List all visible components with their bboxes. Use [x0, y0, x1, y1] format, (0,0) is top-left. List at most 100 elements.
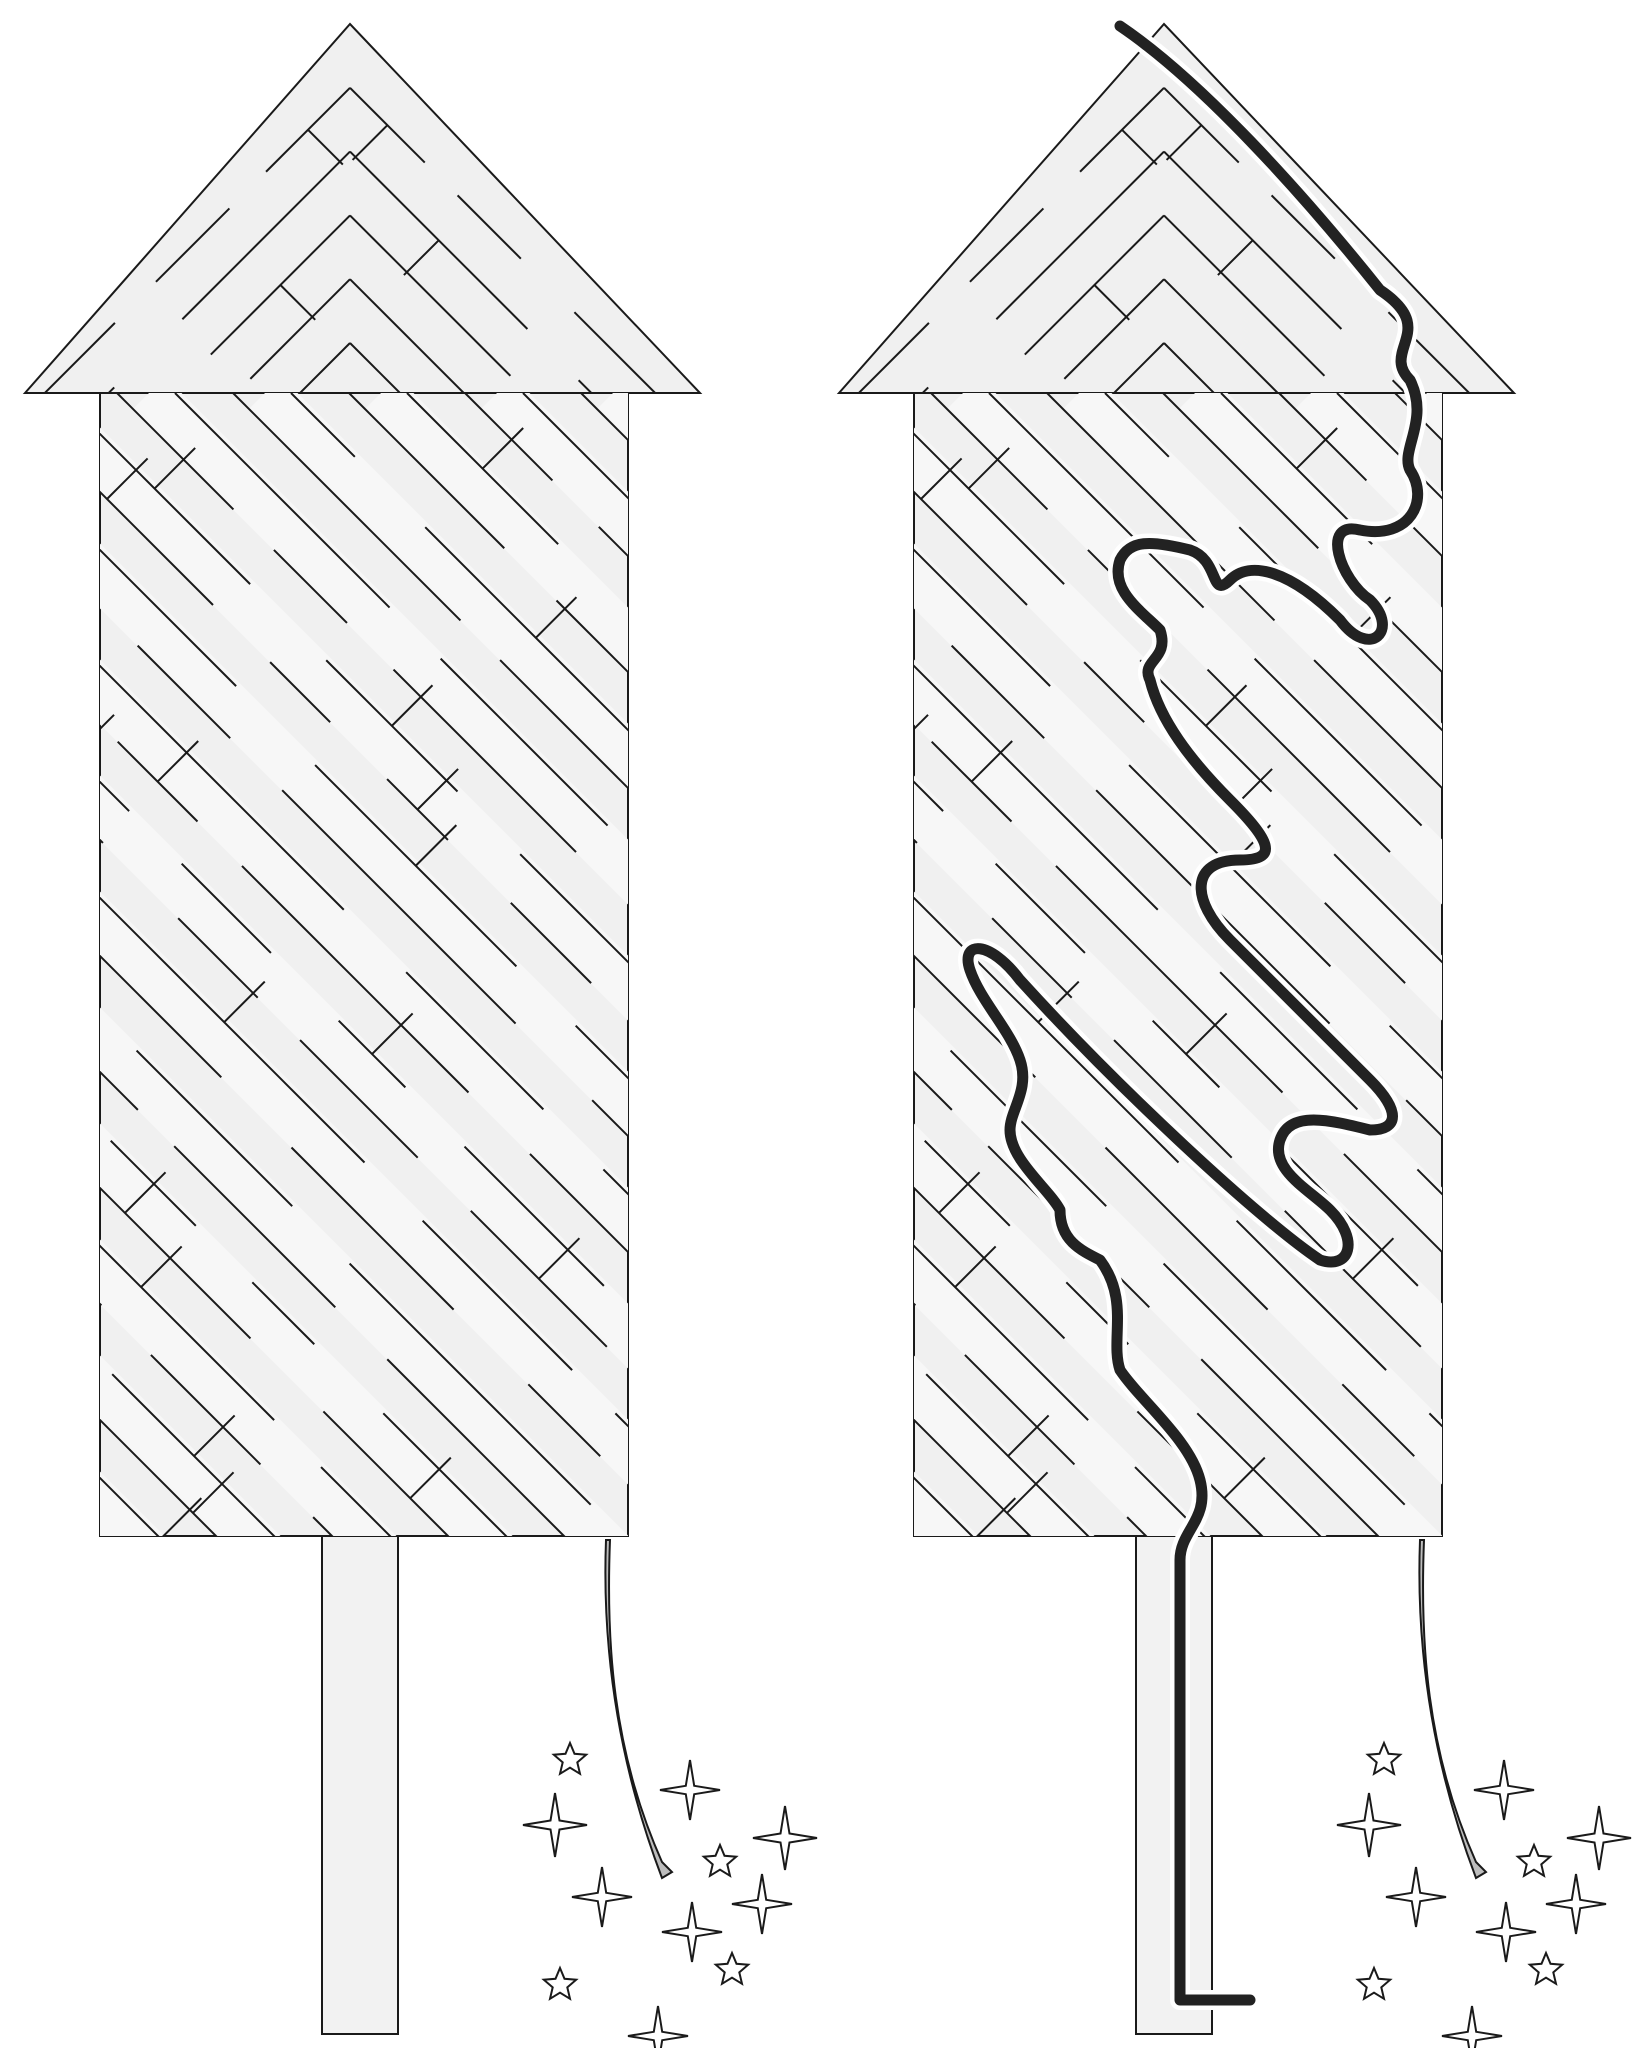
maze-wall [1601, 1529, 1641, 1619]
maze-wall [614, 1412, 628, 1428]
sparkle-icon [661, 1901, 723, 1963]
maze-wall [0, 453, 26, 494]
maze-wall [1235, 1219, 1387, 1371]
maze-wall [1196, 1412, 1322, 1536]
maze-wall [403, 239, 440, 276]
maze-wall [1457, 1383, 1641, 1614]
maze-wall [1253, 657, 1423, 827]
corridor-highlight [248, 393, 628, 789]
sparkle-icon [1336, 1792, 1402, 1858]
maze-wall [1558, 1310, 1641, 1541]
maze-wall [409, 1456, 452, 1499]
corridor-highlight [132, 393, 628, 905]
maze-wall [914, 1302, 917, 1307]
maze-wall [639, 527, 680, 568]
maze-wall [0, 393, 59, 509]
maze-wall [1412, 526, 1442, 558]
maze-wall [772, 932, 897, 1057]
star-icon [551, 1740, 589, 1776]
corridor-highlight [914, 775, 1442, 1369]
maze-wall [914, 954, 1036, 1078]
maze-wall [1007, 1414, 1050, 1457]
maze-wall [1530, 818, 1641, 1100]
maze-wall [924, 1140, 1011, 1227]
maze-wall [994, 862, 1086, 954]
maze-wall [1428, 1412, 1442, 1428]
maze-wall [635, 911, 716, 992]
rocket-stick [321, 1535, 399, 2035]
maze-wall [1113, 1039, 1233, 1159]
maze-wall [1610, 1611, 1641, 1652]
sparkle-icon [1473, 1759, 1535, 1821]
maze-wall [837, 1418, 878, 1459]
maze-wall [1598, 1234, 1641, 1365]
maze-wall [839, 322, 930, 393]
maze-wall [920, 457, 963, 500]
maze-wall [580, 393, 628, 442]
maze-wall [136, 644, 231, 739]
maze-wall [784, 1234, 915, 1365]
maze-wall [1219, 971, 1359, 1111]
maze-wall [914, 838, 918, 844]
maze-wall [998, 1582, 1039, 1623]
maze-wall [667, 1581, 955, 1869]
maze-walls-roof [839, 87, 1514, 393]
maze-wall [1223, 1456, 1266, 1499]
maze-wall [914, 548, 1051, 687]
maze-wall [988, 393, 1205, 609]
maze-wall [1163, 278, 1320, 393]
maze-wall [110, 1140, 197, 1227]
maze-wall [0, 393, 109, 557]
star-icon [713, 1950, 751, 1986]
star-icon [1365, 1740, 1403, 1776]
maze-wall [348, 1262, 592, 1506]
maze-walls-roof [25, 87, 700, 482]
maze-wall [1489, 910, 1530, 951]
corridor-highlight [100, 427, 628, 1021]
maze-wall [116, 393, 235, 511]
solution-path [958, 16, 1428, 2010]
maze-wall [456, 194, 522, 260]
maze-wall [1449, 911, 1530, 992]
corridor-highlight [914, 891, 1442, 1485]
maze-wall [299, 1039, 419, 1159]
maze-wall [1336, 393, 1442, 500]
maze-wall [1185, 1012, 1228, 1055]
maze-wall [1055, 865, 1284, 1094]
maze-wall [868, 1550, 1132, 1814]
maze-wall [1352, 1237, 1395, 1280]
maze-wall [650, 1156, 849, 1355]
maze-wall [23, 1418, 64, 1459]
maze-wall [180, 862, 272, 954]
maze-wall [1333, 853, 1442, 964]
maze-wall [1518, 1328, 1615, 1425]
maze-wall [54, 447, 89, 482]
maze-wall [392, 668, 577, 853]
rocket-maze-unsolved [0, 22, 1641, 2048]
sparkle-icon [752, 1805, 818, 1871]
maze-wall [25, 386, 115, 393]
maze-wall [0, 542, 66, 630]
maze-wall [145, 1581, 334, 1770]
maze-wall [510, 902, 592, 984]
maze-wall [639, 393, 872, 626]
maze-wall [251, 1281, 315, 1345]
maze-wall [391, 684, 434, 727]
maze-wall [522, 393, 628, 500]
maze-wall [173, 1145, 336, 1308]
maze-wall [705, 863, 784, 942]
maze-wall [464, 393, 554, 482]
maze-wall [757, 393, 873, 509]
maze-wall [382, 1412, 508, 1536]
maze-wall [914, 664, 1159, 911]
maze-wall [652, 1508, 940, 1796]
maze-wall [349, 342, 500, 393]
maze-wall [1586, 932, 1641, 1057]
maze-wall [106, 457, 149, 500]
maze-wall [135, 1049, 293, 1207]
maze-wall [1466, 1508, 1641, 1796]
sparkle-icon [571, 1866, 633, 1928]
sparkle-icon [522, 1792, 588, 1858]
maze-wall [1277, 1145, 1419, 1287]
sparkle-icon [1475, 1901, 1537, 1963]
